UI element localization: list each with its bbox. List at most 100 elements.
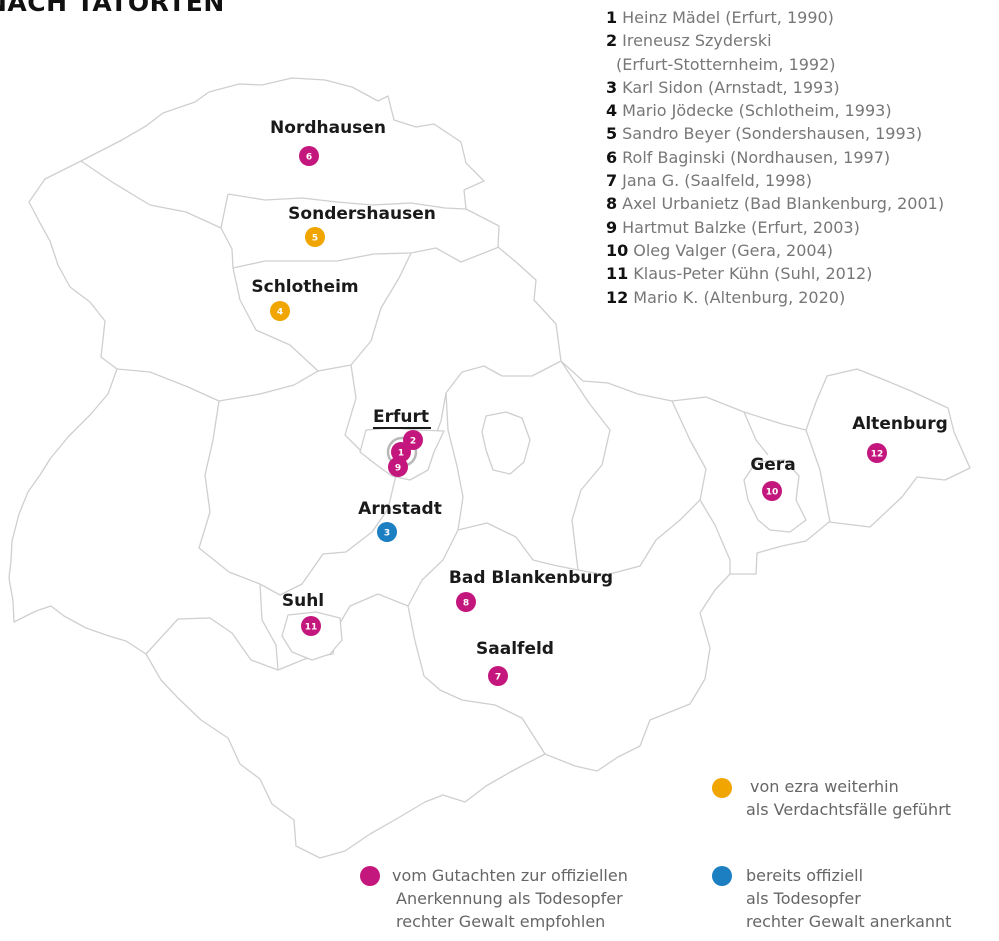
city-label-bad-blankenburg: Bad Blankenburg [449, 568, 613, 588]
victim-name: Klaus-Peter Kühn (Suhl, 2012) [633, 264, 873, 284]
city-label-schlotheim: Schlotheim [251, 277, 358, 297]
legend-official-line3: rechter Gewalt anerkannt [746, 912, 952, 931]
marker-9-dot [388, 457, 408, 477]
city-label-gera: Gera [750, 455, 795, 475]
marker-3-dot [377, 522, 397, 542]
legend-dot-blue [712, 866, 732, 886]
legend-dot-magenta [360, 866, 380, 886]
legend-recommended-line1: vom Gutachten zur offiziellen [392, 866, 628, 885]
victim-num: 5 [606, 124, 618, 144]
victim-num: 4 [606, 101, 618, 121]
victim-num: 10 [606, 240, 629, 260]
victim-name: Jana G. (Saalfeld, 1998) [622, 171, 812, 191]
victim-name-cont: (Erfurt-Stotternheim, 1992) [616, 54, 836, 74]
district-boundary [259, 583, 279, 671]
district-boundary [350, 252, 412, 366]
marker-10-dot [762, 481, 782, 501]
city-label-arnstadt: Arnstadt [358, 499, 442, 519]
legend-suspected: von ezra weiterhin als Verdachtsfälle ge… [709, 775, 989, 825]
legend-official-line2: als Todesopfer [746, 889, 861, 908]
marker-4-dot [270, 301, 290, 321]
victim-name: Rolf Baginski (Nordhausen, 1997) [622, 147, 891, 167]
page-title: NACH TATORTEN [0, 0, 225, 17]
district-boundary [805, 429, 831, 523]
victim-name: Mario Jödecke (Schlotheim, 1993) [622, 101, 892, 121]
victim-num: 8 [606, 194, 618, 214]
victim-name: Sandro Beyer (Sondershausen, 1993) [622, 124, 923, 144]
marker-7-dot [488, 666, 508, 686]
legend-official-line1: bereits offiziell [746, 866, 864, 885]
legend-suspected-line2: als Verdachtsfälle geführt [746, 800, 952, 819]
marker: 11 [301, 616, 321, 636]
marker-num: 11 [305, 623, 318, 633]
victim-name: Axel Urbanietz (Bad Blankenburg, 2001) [622, 194, 945, 214]
victim-item-2-continued: (Erfurt-Stotternheim, 1992) [606, 53, 944, 76]
marker: 3 [377, 522, 397, 542]
victim-name: Oleg Valger (Gera, 2004) [633, 240, 834, 260]
city-label-suhl: Suhl [282, 591, 324, 611]
marker-num: 6 [306, 153, 312, 163]
district-boundary [259, 474, 397, 596]
victim-name: Karl Sidon (Arnstadt, 1993) [622, 77, 840, 97]
victim-name: Heinz Mädel (Erfurt, 1990) [622, 8, 834, 27]
district-boundary [220, 193, 234, 269]
marker: 6 [299, 146, 319, 166]
legend-recommended: vom Gutachten zur offiziellen Anerkennun… [360, 864, 690, 936]
marker: 2 [403, 430, 423, 450]
marker-num: 10 [766, 488, 779, 498]
marker-num: 3 [384, 529, 390, 539]
region-enclave [481, 411, 531, 475]
district-boundary [232, 246, 500, 269]
victim-name: Ireneusz Szyderski [622, 31, 772, 51]
legend-suspected-line1: von ezra weiterhin [750, 777, 899, 796]
marker-5-dot [305, 227, 325, 247]
victim-num: 12 [606, 287, 629, 307]
marker: 9 [388, 457, 408, 477]
marker: 5 [305, 227, 325, 247]
victim-num: 9 [606, 217, 618, 237]
district-boundary [743, 411, 769, 456]
district-boundary [145, 593, 409, 671]
marker-11-dot [301, 616, 321, 636]
marker: 4 [270, 301, 290, 321]
city-label-sondershausen: Sondershausen [288, 204, 436, 224]
district-boundary [116, 364, 352, 402]
marker-num: 8 [463, 599, 469, 609]
marker-num: 9 [395, 464, 401, 474]
region-outline [8, 77, 971, 859]
legend-recommended-line2: Anerkennung als Todesopfer [396, 889, 623, 908]
marker: 8 [456, 592, 476, 612]
marker: 10 [762, 481, 782, 501]
marker-8-dot [456, 592, 476, 612]
marker-6-dot [299, 146, 319, 166]
district-boundary [227, 193, 467, 210]
marker-num: 7 [495, 673, 501, 683]
victim-num: 2 [606, 31, 618, 51]
district-boundary [407, 529, 546, 755]
region-suhl [281, 611, 343, 661]
district-boundary [560, 360, 611, 571]
victim-num: 6 [606, 147, 618, 167]
marker: 7 [488, 666, 508, 686]
marker-2-dot [403, 430, 423, 450]
victim-name: Mario K. (Altenburg, 2020) [633, 287, 846, 307]
marker-num: 12 [871, 450, 884, 460]
district-boundary [445, 392, 464, 531]
victim-num: 11 [606, 264, 629, 284]
city-label-saalfeld: Saalfeld [476, 639, 554, 659]
marker-num: 5 [312, 234, 318, 244]
marker-num: 1 [398, 449, 404, 459]
legend-recommended-line3: rechter Gewalt empfohlen [396, 912, 606, 931]
district-boundary [198, 400, 261, 585]
marker: 12 [867, 443, 887, 463]
district-boundary [671, 400, 731, 574]
